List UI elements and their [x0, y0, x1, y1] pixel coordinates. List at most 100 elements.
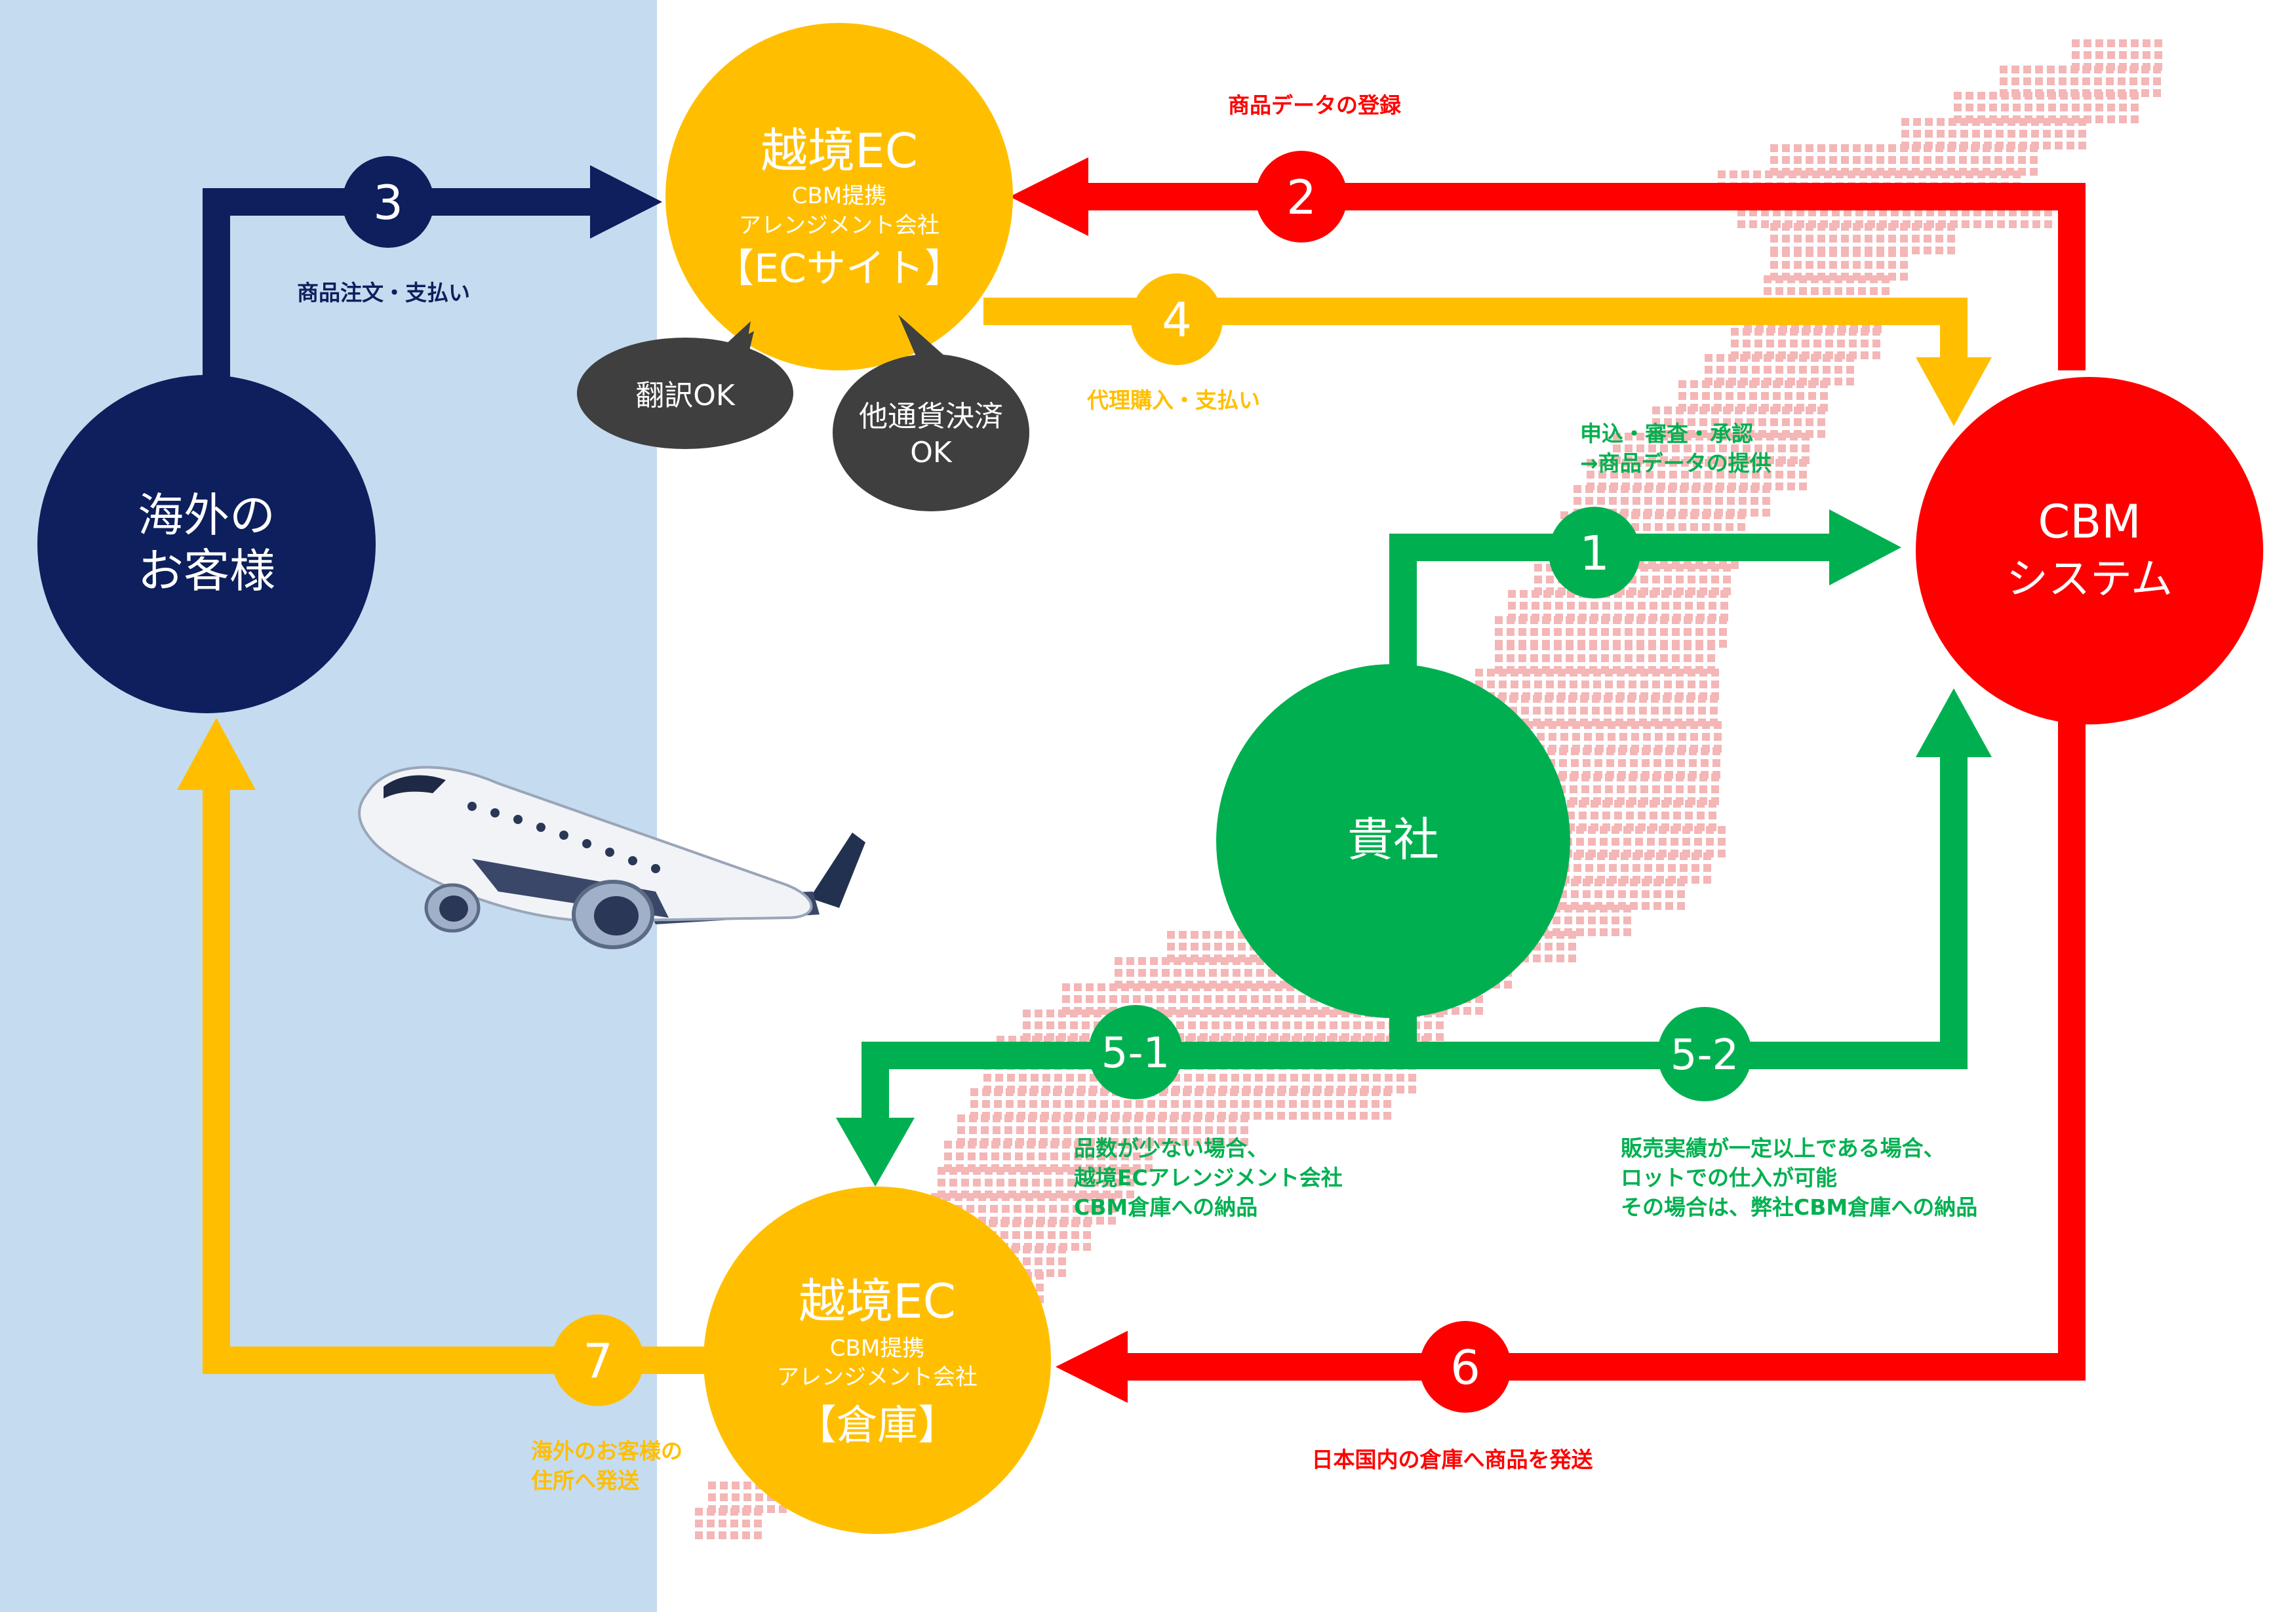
map-dot — [1217, 1138, 1225, 1146]
map-dot — [1592, 695, 1600, 703]
map-dot — [1782, 223, 1790, 231]
map-dot — [1181, 1138, 1189, 1146]
map-dot — [1126, 957, 1134, 965]
map-dot — [1754, 444, 1762, 452]
map-dot — [1817, 223, 1825, 231]
map-dot — [1591, 602, 1598, 610]
map-dot — [1235, 1010, 1243, 1017]
map-dot — [1036, 1272, 1044, 1280]
map-dot — [1651, 707, 1659, 715]
map-dot — [1778, 444, 1786, 452]
map-dot — [1499, 669, 1507, 677]
map-dot — [2043, 118, 2051, 126]
map-dot — [1508, 602, 1516, 610]
map-dot — [1806, 144, 1813, 152]
map-dot — [1924, 223, 1931, 231]
map-dot — [1596, 721, 1604, 729]
map-dot — [1996, 118, 2004, 126]
map-dot — [1692, 852, 1699, 860]
label-step4: 代理購入・支払い — [1086, 387, 1260, 413]
map-dot — [2011, 66, 2019, 73]
map-dot — [1571, 759, 1579, 767]
svg-text:OK: OK — [910, 436, 953, 469]
map-dot — [1652, 406, 1660, 414]
map-dot — [1508, 590, 1516, 598]
map-dot — [1046, 1246, 1054, 1253]
map-dot — [1627, 707, 1635, 715]
map-dot — [1684, 654, 1692, 662]
map-dot — [1699, 669, 1707, 677]
map-dot — [1901, 118, 1909, 126]
map-dot — [1037, 1193, 1045, 1201]
map-dot — [1176, 1010, 1184, 1017]
map-dot — [1058, 1246, 1066, 1253]
map-dot — [1648, 628, 1656, 636]
map-dot — [1554, 628, 1562, 636]
map-dot — [2019, 118, 2027, 126]
map-dot — [1324, 1100, 1332, 1108]
map-dot — [1639, 695, 1647, 703]
map-dot — [1841, 223, 1849, 231]
map-dot — [1564, 916, 1572, 924]
map-dot — [1705, 354, 1712, 362]
map-dot — [1972, 118, 1980, 126]
map-dot — [1115, 1179, 1122, 1187]
map-dot — [1782, 418, 1790, 426]
map-dot — [1937, 130, 1945, 138]
map-dot — [1766, 433, 1774, 441]
map-dot — [1630, 759, 1638, 767]
map-dot — [1610, 471, 1618, 479]
map-dot — [1577, 628, 1585, 636]
map-dot — [1613, 628, 1621, 636]
map-dot — [1221, 969, 1229, 977]
map-dot — [1673, 812, 1681, 819]
map-dot — [1888, 249, 1896, 257]
map-dot — [1518, 616, 1526, 624]
svg-text:申込・審査・承認: 申込・審査・承認 — [1580, 421, 1753, 446]
map-dot — [1621, 497, 1629, 505]
map-dot — [1626, 812, 1634, 819]
map-dot — [1836, 170, 1844, 178]
map-dot — [1157, 995, 1164, 1003]
map-dot — [1942, 170, 1950, 178]
map-dot — [1865, 249, 1872, 257]
map-dot — [1463, 1007, 1471, 1015]
map-dot — [2008, 118, 2015, 126]
map-dot — [1604, 695, 1612, 703]
map-dot — [2131, 92, 2139, 100]
map-dot — [1518, 654, 1526, 662]
map-dot — [1618, 890, 1626, 898]
map-dot — [1056, 1179, 1063, 1187]
map-dot — [1718, 838, 1726, 846]
map-dot — [1073, 1193, 1080, 1201]
map-dot — [743, 1493, 751, 1501]
map-dot — [956, 1141, 964, 1149]
map-dot — [1711, 785, 1719, 793]
map-dot — [1749, 392, 1757, 400]
map-dot — [2095, 104, 2103, 111]
map-dot — [1247, 1021, 1255, 1029]
map-dot — [1665, 902, 1673, 910]
map-dot — [1040, 1114, 1048, 1122]
map-dot — [1028, 1126, 1036, 1134]
map-dot — [1170, 1138, 1178, 1146]
map-dot — [1016, 1126, 1024, 1134]
map-dot — [1577, 616, 1585, 624]
map-dot — [1084, 1193, 1092, 1201]
map-dot — [1301, 1100, 1309, 1108]
map-dot — [1766, 328, 1774, 336]
map-dot — [1677, 759, 1685, 767]
node-overseas-customer: 海外の お客様 — [37, 375, 376, 713]
map-dot — [1560, 721, 1568, 729]
map-dot — [1730, 170, 1737, 178]
map-dot — [1924, 246, 1931, 254]
map-dot — [1071, 1231, 1079, 1239]
map-dot — [1672, 628, 1680, 636]
map-dot — [1775, 366, 1783, 374]
map-dot — [1606, 747, 1614, 755]
map-dot — [1665, 759, 1673, 767]
map-dot — [1059, 1231, 1067, 1239]
map-dot — [1664, 418, 1672, 426]
svg-text:その場合は、弊社CBM倉庫への納品: その場合は、弊社CBM倉庫への納品 — [1621, 1194, 1977, 1220]
map-dot — [1608, 721, 1615, 729]
